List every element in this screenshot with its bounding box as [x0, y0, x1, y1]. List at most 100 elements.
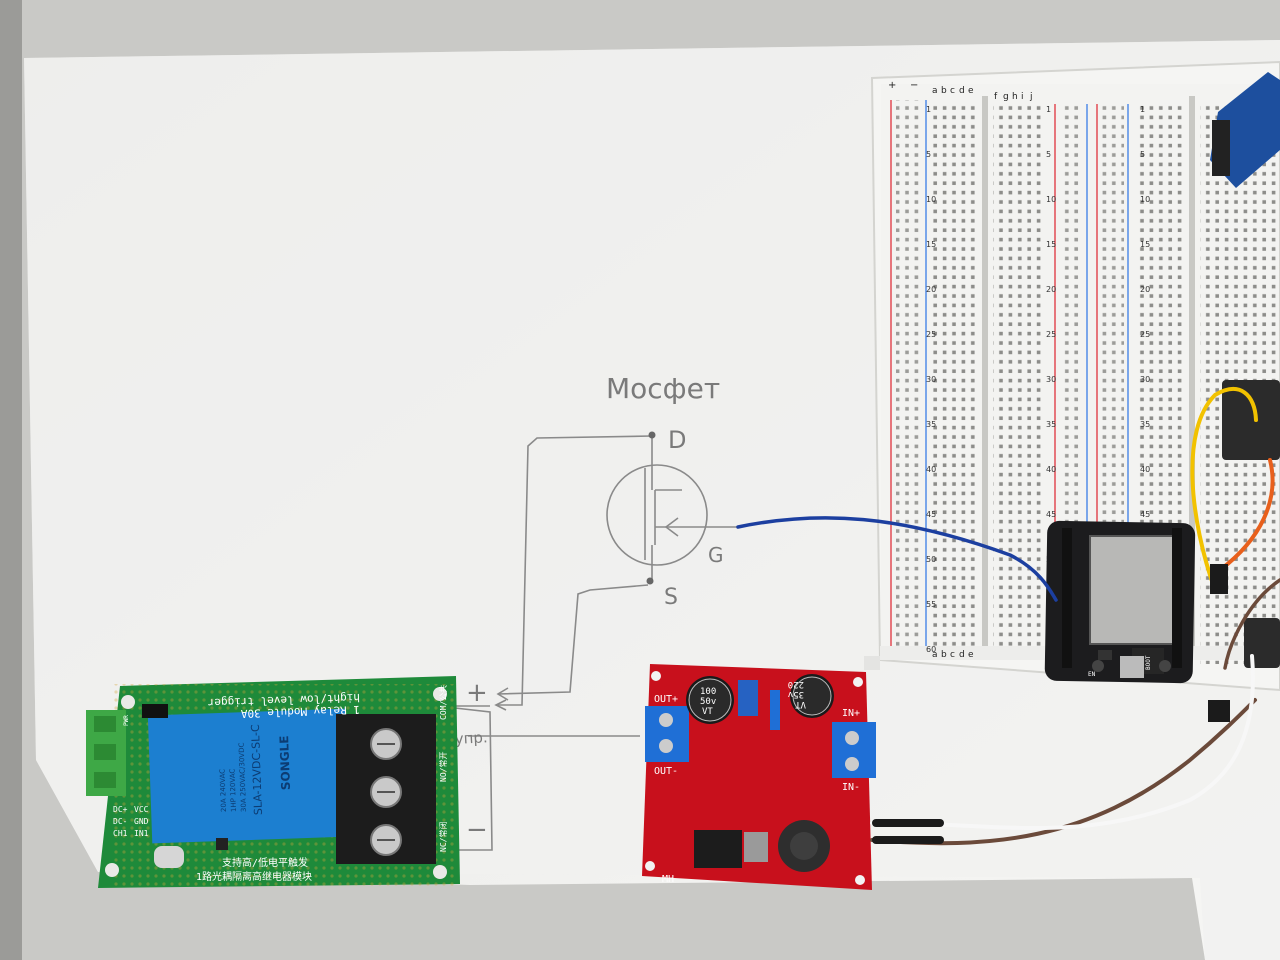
yellow-wire [1190, 387, 1258, 592]
rail-minus-top: − [910, 80, 918, 91]
svg-text:f: f [994, 92, 998, 102]
row-number-left: 35 [926, 420, 936, 429]
usb-port [1120, 656, 1144, 678]
relay-rating-2: 1HP 120VAC [228, 768, 238, 812]
row-number-left: 55 [926, 600, 936, 609]
row-number-right: 25 [1140, 330, 1150, 339]
svg-text:GND: GND [134, 817, 149, 826]
svg-text:CH1: CH1 [113, 829, 128, 838]
row-number-left: 10 [926, 195, 936, 204]
svg-text:j: j [1029, 92, 1033, 102]
row-number-mid: 10 [1046, 195, 1056, 204]
sketch-drain-label: D [668, 426, 686, 454]
row-number-right: 20 [1140, 285, 1150, 294]
boost-brand: MH [662, 874, 674, 885]
svg-text:d: d [959, 86, 965, 96]
svg-text:DC-: DC- [113, 817, 127, 826]
boost-in-plus: IN+ [842, 708, 860, 719]
row-number-mid: 30 [1046, 375, 1056, 384]
svg-text:a: a [932, 650, 938, 660]
svg-text:VCC: VCC [134, 805, 149, 814]
cap1-mark: VT [702, 707, 713, 717]
row-number-right: 45 [1140, 510, 1150, 519]
relay-no-label: NO/常开 [439, 752, 448, 782]
svg-text:h: h [1012, 92, 1018, 102]
relay-cube [147, 708, 351, 844]
relay-module-text: 1 Relay Module 30A [240, 703, 360, 720]
boost-ic [694, 830, 742, 868]
svg-text:c: c [950, 86, 955, 96]
svg-text:d: d [959, 650, 965, 660]
relay-model: SLA-12VDC-SL-C [249, 724, 265, 816]
row-number-mid: 40 [1046, 465, 1056, 474]
cap2-mark: VT [795, 699, 806, 709]
row-number-mid: 35 [1046, 420, 1056, 429]
esp32-boot-label: BOOT [1145, 655, 1152, 670]
cap2-value: 220 [788, 679, 804, 689]
relay-rating-3: 20A 240VAC [218, 769, 228, 813]
row-number-mid: 15 [1046, 240, 1056, 249]
relay-led [154, 846, 184, 868]
row-number-left: 60 [926, 645, 936, 654]
row-number-mid: 1 [1046, 105, 1051, 114]
svg-text:e: e [968, 86, 974, 96]
row-number-right: 10 [1140, 195, 1150, 204]
sketch-title: Мосфет [606, 372, 720, 405]
relay-com-label: COM/公共 [439, 685, 448, 720]
en-button [1159, 660, 1171, 672]
esp32-board [1044, 520, 1196, 684]
row-number-right: 35 [1140, 420, 1150, 429]
row-number-mid: 25 [1046, 330, 1056, 339]
esp32-module-shield [1089, 535, 1175, 645]
boost-out-plus: OUT+ [654, 694, 678, 705]
relay-jumper-label: PWR [123, 715, 130, 726]
wires [736, 387, 1280, 846]
row-number-mid: 45 [1046, 510, 1056, 519]
svg-text:b: b [941, 86, 947, 96]
svg-text:e: e [968, 650, 974, 660]
laptop-edge [0, 0, 22, 960]
column-letters-bottom: a b c d e [932, 650, 974, 660]
relay-cn-line1: 支持高/低电平触发 [222, 856, 308, 869]
esp32-en-label: EN [1088, 671, 1096, 678]
column-letters-left: a b c d e [932, 86, 974, 96]
boot-button [1092, 660, 1104, 672]
row-number-left: 20 [926, 285, 936, 294]
svg-text:g: g [1003, 92, 1009, 102]
row-number-right: 1 [1140, 105, 1145, 114]
trim-pot [738, 680, 758, 716]
row-number-left: 5 [926, 150, 931, 159]
gate-wire [736, 516, 1058, 602]
row-number-right: 5 [1140, 150, 1145, 159]
svg-text:DC+: DC+ [113, 805, 128, 814]
cap1-value: 100 [700, 687, 716, 697]
row-number-left: 45 [926, 510, 936, 519]
source-dot [646, 577, 654, 585]
sketch-gate-label: G [708, 543, 724, 567]
row-number-mid: 20 [1046, 285, 1056, 294]
svg-text:b: b [941, 650, 947, 660]
boost-converter [642, 664, 876, 890]
relay-nc-label: NC/常闭 [439, 822, 448, 852]
relay-pin-labels: DC+ DC- CH1 VCC GND IN1 [113, 805, 149, 838]
svg-text:c: c [950, 650, 955, 660]
svg-text:a: a [932, 86, 938, 96]
relay-cn-line2: 1路光耦隔离高继电器模块 [196, 870, 312, 883]
relay-brand: SONGLE [277, 735, 293, 790]
relay-module [86, 676, 460, 888]
row-number-left: 40 [926, 465, 936, 474]
cap2-volt: 35v [788, 689, 804, 699]
relay-trigger-text: hight/low level trigger [207, 691, 360, 709]
brown-wire [870, 698, 1257, 846]
column-letters-right: f g h i j [994, 92, 1033, 102]
orange-wire [1218, 458, 1275, 572]
rail-plus-top: + [888, 80, 896, 91]
row-number-right: 30 [1140, 375, 1150, 384]
svg-text:i: i [1021, 92, 1024, 102]
row-number-right: 15 [1140, 240, 1150, 249]
relay-rating-1: 30A 250VAC/30VDC [238, 742, 248, 812]
drain-dot [648, 431, 656, 439]
sketch-source-label: S [664, 585, 678, 610]
sensor-module-top [1210, 72, 1280, 188]
row-number-left: 30 [926, 375, 936, 384]
